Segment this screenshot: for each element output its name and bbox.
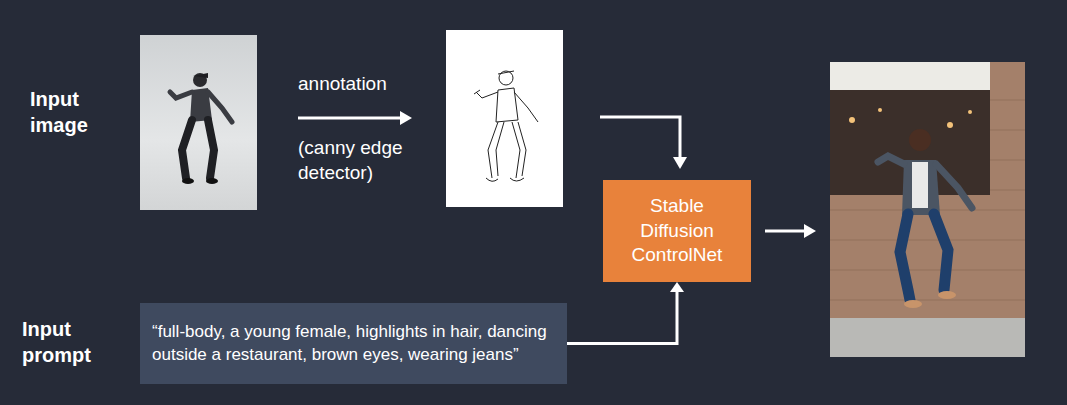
connector-arrow <box>567 282 684 344</box>
input-label: Input image <box>30 86 112 138</box>
node-text: “full-body, a young female, highlights i… <box>152 321 555 367</box>
annotation-label: annotation <box>298 72 438 97</box>
method-label: (canny edge detector) <box>298 136 428 185</box>
input-photo <box>140 35 257 210</box>
edge-map-connector <box>600 117 687 169</box>
model-box: Stable Diffusion ControlNet <box>603 180 751 282</box>
output-photo <box>830 62 1025 357</box>
connector-line <box>567 291 677 344</box>
arrowhead <box>670 282 684 292</box>
output-arrow <box>765 224 816 238</box>
node-text: Stable Diffusion ControlNet <box>611 194 743 268</box>
input-label: Input prompt <box>22 316 112 368</box>
annotation-arrow <box>298 111 412 125</box>
edge-map-image <box>446 30 563 207</box>
prompt-box: “full-body, a young female, highlights i… <box>140 303 567 384</box>
